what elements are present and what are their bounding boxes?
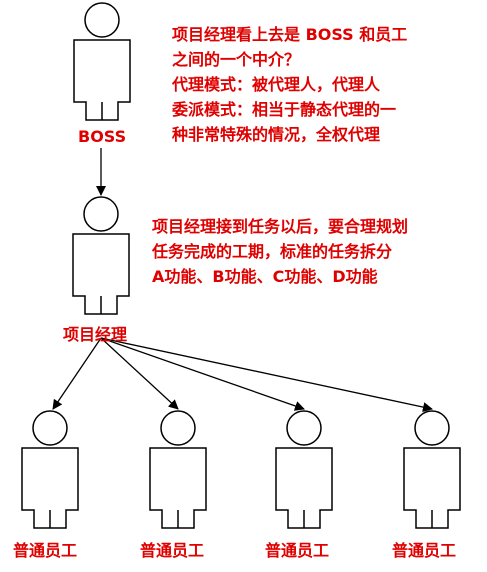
note-top: 项目经理看上去是 BOSS 和员工 之间的一个中介？ 代理模式：被代理人，代理人…: [172, 22, 407, 147]
arrow-manager-to-employee-4: [100, 337, 433, 413]
arrow-manager-to-employee-2: [100, 337, 179, 410]
note-middle-line-1: 项目经理接到任务以后，要合理规划: [152, 217, 409, 236]
employee-figure-3: [275, 410, 333, 529]
employee-label-3: 普通员工: [265, 541, 330, 560]
manager-figure: [72, 196, 130, 315]
boss-label: BOSS: [78, 127, 127, 146]
employee-label-2: 普通员工: [140, 541, 205, 560]
employee-figure-2: [149, 410, 207, 529]
employee-label-4: 普通员工: [392, 541, 457, 560]
employee-label-1: 普通员工: [13, 541, 78, 560]
boss-figure: [73, 2, 131, 121]
note-top-line-1: 项目经理看上去是 BOSS 和员工: [172, 25, 408, 44]
employee-figure-1: [21, 410, 79, 529]
employee-figure-4: [403, 410, 461, 529]
note-middle: 项目经理接到任务以后，要合理规划 任务完成的工期，标准的任务拆分 A功能、B功能…: [152, 214, 408, 289]
manager-label: 项目经理: [63, 325, 128, 344]
note-middle-line-3: A功能、B功能、C功能、D功能: [152, 267, 378, 286]
note-top-line-3: 代理模式：被代理人，代理人: [172, 75, 381, 94]
note-top-line-5: 种非常特殊的情况，全权代理: [172, 125, 381, 144]
note-top-line-4: 委派模式：相当于静态代理的一: [172, 100, 397, 119]
note-middle-line-2: 任务完成的工期，标准的任务拆分: [152, 242, 393, 261]
arrow-manager-to-employee-1: [52, 337, 102, 410]
arrow-manager-to-employee-3: [100, 337, 305, 411]
note-top-line-2: 之间的一个中介？: [172, 50, 301, 69]
